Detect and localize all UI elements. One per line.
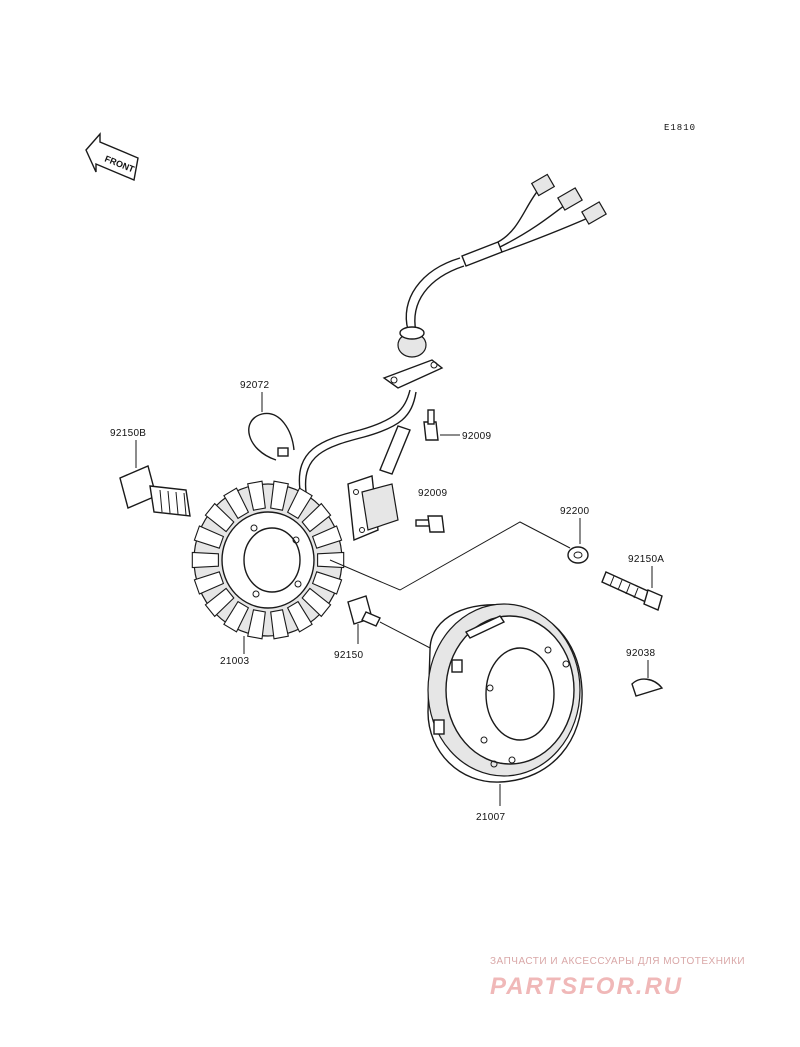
connector-2-icon	[557, 187, 583, 211]
part-number-92200[interactable]: 92200	[560, 506, 589, 517]
part-number-92072[interactable]: 92072	[240, 380, 269, 391]
stator-tooth	[204, 502, 235, 533]
watermark-brand: PARTSFOR.RU	[490, 973, 683, 1000]
part-number-92009-lower[interactable]: 92009	[418, 488, 447, 499]
stator-tooth	[301, 587, 332, 618]
watermark-tagline: ЗАПЧАСТИ И АКСЕССУАРЫ ДЛЯ МОТОТЕХНИКИ	[490, 956, 745, 967]
connector-1-icon	[530, 173, 556, 197]
stator-tooth	[247, 480, 266, 511]
grommet-icon	[382, 326, 444, 389]
stator-tooth	[311, 525, 343, 549]
bolt-92009-lower-icon	[415, 515, 445, 533]
bolt-92150b-icon	[119, 465, 191, 517]
diagram-code: E1810	[664, 123, 696, 133]
part-number-21007[interactable]: 21007	[476, 812, 505, 823]
stator-tooth	[270, 609, 289, 640]
washer-92200-icon	[567, 546, 589, 564]
bolt-92150-icon	[347, 595, 381, 627]
part-number-92150a[interactable]: 92150A	[628, 554, 664, 565]
pickup-coil-icon	[347, 475, 399, 542]
part-number-92009-upper[interactable]: 92009	[462, 431, 491, 442]
stator-tooth	[191, 551, 219, 569]
stator-tooth	[311, 571, 343, 595]
part-number-92038[interactable]: 92038	[626, 648, 655, 659]
stator-21003-icon	[191, 480, 345, 640]
part-number-92150b[interactable]: 92150B	[110, 428, 146, 439]
part-number-21003[interactable]: 21003	[220, 656, 249, 667]
stator-tooth	[204, 587, 235, 618]
rotor-21007-icon	[427, 603, 583, 783]
woodruff-key-92038-icon	[631, 678, 664, 697]
wire-harness	[298, 173, 607, 493]
stator-tooth	[270, 480, 289, 511]
clamp-92072-icon	[248, 412, 295, 461]
stator-tooth	[223, 487, 250, 520]
stator-tooth	[286, 487, 313, 520]
stator-tooth	[286, 600, 313, 633]
stator-tooth	[247, 609, 266, 640]
bolt-92150a-icon	[601, 571, 663, 611]
bolt-92009-upper-icon	[423, 409, 439, 441]
stator-tooth	[193, 571, 225, 595]
stator-tooth	[223, 600, 250, 633]
front-direction-arrow-icon: FRONT	[85, 132, 139, 181]
connector-3-icon	[581, 201, 607, 225]
part-number-92150[interactable]: 92150	[334, 650, 363, 661]
stator-tooth	[301, 502, 332, 533]
stator-tooth	[193, 525, 225, 549]
